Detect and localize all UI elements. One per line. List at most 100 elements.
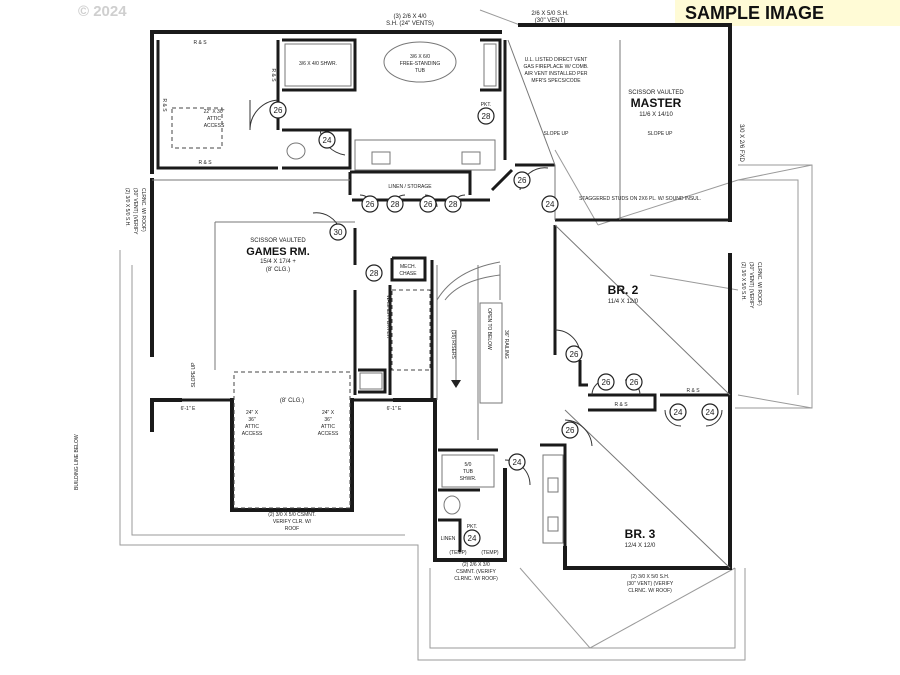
svg-text:CLRNC. W/ ROOF): CLRNC. W/ ROOF) — [628, 588, 672, 594]
svg-text:ROOF: ROOF — [285, 526, 299, 532]
svg-text:22" X 30": 22" X 30" — [204, 109, 225, 115]
svg-text:24: 24 — [513, 458, 522, 467]
svg-text:26: 26 — [566, 426, 575, 435]
br3-name: BR. 3 — [625, 527, 656, 541]
games-lower-ceiling: (8' CLG.) — [280, 398, 304, 404]
door-tag: 26 — [561, 421, 579, 439]
svg-text:MECH.: MECH. — [400, 264, 416, 270]
vanity-br3 — [542, 454, 564, 544]
door-tag: 26 — [625, 373, 643, 391]
svg-text:2/6 X 5/0 S.H.: 2/6 X 5/0 S.H. — [531, 11, 569, 17]
svg-text:R & S: R & S — [198, 160, 212, 166]
svg-text:(2) 2/6 X 3/0: (2) 2/6 X 3/0 — [462, 562, 490, 568]
svg-text:24: 24 — [546, 200, 555, 209]
svg-text:R & S: R & S — [270, 68, 276, 82]
door-tag: 24 — [541, 195, 559, 213]
svg-text:36": 36" — [324, 417, 332, 423]
svg-text:24: 24 — [706, 408, 715, 417]
svg-text:R & S: R & S — [161, 98, 167, 112]
svg-text:26: 26 — [602, 378, 611, 387]
svg-text:OPEN TO BELOW: OPEN TO BELOW — [486, 308, 492, 350]
room-labels: SCISSOR VAULTED MASTER 11/6 X 14/10 SCIS… — [246, 90, 684, 549]
svg-text:ATTIC: ATTIC — [245, 424, 259, 430]
games-ceiling: (8' CLG.) — [266, 267, 290, 273]
svg-text:BUILDING LINE BELOW: BUILDING LINE BELOW — [74, 434, 80, 490]
svg-text:ACCESS: ACCESS — [242, 431, 263, 437]
svg-text:(2) 3/0 X 5/0 S.H.: (2) 3/0 X 5/0 S.H. — [740, 262, 746, 301]
svg-text:GAS FIREPLACE W/ COMB.: GAS FIREPLACE W/ COMB. — [523, 64, 588, 70]
door-tag: 28 — [477, 107, 495, 125]
svg-text:CLRNC. W/ ROOF): CLRNC. W/ ROOF) — [140, 188, 146, 232]
door-tag: 26 — [565, 345, 583, 363]
svg-text:TUB: TUB — [415, 68, 426, 74]
svg-text:STAGGERED STUDS ON 2X6 PL. W/: STAGGERED STUDS ON 2X6 PL. W/ SOUND INSU… — [579, 196, 701, 202]
svg-text:26: 26 — [630, 378, 639, 387]
svg-text:ATTIC: ATTIC — [321, 424, 335, 430]
roof-outline — [119, 9, 813, 661]
svg-text:S.H. (24" VENTS): S.H. (24" VENTS) — [386, 21, 434, 27]
br3-size: 12/4 X 12/0 — [625, 543, 656, 549]
games-size: 15/4 X 17/4 + — [260, 259, 296, 265]
svg-text:30: 30 — [334, 228, 343, 237]
sink-left — [371, 151, 391, 165]
freestanding-tub — [383, 41, 457, 83]
svg-text:28: 28 — [370, 269, 379, 278]
svg-text:CSMNT. (VERIFY: CSMNT. (VERIFY — [456, 569, 496, 575]
svg-text:26: 26 — [424, 200, 433, 209]
svg-text:(16) RISERS: (16) RISERS — [450, 330, 456, 360]
svg-text:VERIFY CLR. W/: VERIFY CLR. W/ — [273, 519, 312, 525]
annotations: (3) 2/6 X 4/0 S.H. (24" VENTS) 2/6 X 5/0… — [74, 11, 762, 594]
svg-text:(2) 3/0 X 5/0 S.H.: (2) 3/0 X 5/0 S.H. — [631, 574, 670, 580]
svg-text:24: 24 — [674, 408, 683, 417]
master-caption: SCISSOR VAULTED — [628, 90, 684, 96]
sink-right — [461, 151, 481, 165]
svg-text:(30" VENT) (VERIFY: (30" VENT) (VERIFY — [627, 581, 674, 587]
copyright-watermark: © 2024 — [78, 3, 127, 20]
svg-text:CHASE: CHASE — [399, 271, 417, 277]
svg-text:(30" VENT): (30" VENT) — [535, 18, 565, 24]
svg-text:TUB: TUB — [463, 469, 474, 475]
shower-stall — [284, 43, 352, 87]
svg-text:36" RAILING: 36" RAILING — [503, 330, 509, 359]
svg-text:LINEN / STORAGE: LINEN / STORAGE — [388, 184, 432, 190]
interior-walls — [156, 38, 730, 552]
door-tag: 28 — [365, 264, 383, 282]
svg-text:36": 36" — [248, 417, 256, 423]
door-tag: 26 — [597, 373, 615, 391]
sink-br3-1 — [547, 477, 559, 493]
svg-text:(TEMP): (TEMP) — [481, 550, 499, 556]
svg-text:MFR'S SPECS/CODE: MFR'S SPECS/CODE — [531, 78, 581, 84]
svg-text:28: 28 — [482, 112, 491, 121]
svg-text:3/6 X 6/0: 3/6 X 6/0 — [410, 54, 430, 60]
svg-text:26: 26 — [366, 200, 375, 209]
svg-text:SLOPE UP: SLOPE UP — [191, 362, 197, 388]
laundry-sink — [359, 372, 383, 390]
door-tag: 26 — [269, 101, 287, 119]
svg-text:(3) 2/6 X 4/0: (3) 2/6 X 4/0 — [393, 14, 427, 20]
attic-access-upper — [171, 107, 223, 149]
svg-text:SHWR.: SHWR. — [460, 476, 477, 482]
door-tag: 24 — [463, 529, 481, 547]
svg-text:R & S: R & S — [614, 402, 628, 408]
svg-text:AIR VENT INSTALLED PER: AIR VENT INSTALLED PER — [525, 71, 588, 77]
svg-text:3/6 X 4/0 SHWR.: 3/6 X 4/0 SHWR. — [299, 61, 337, 67]
svg-text:28: 28 — [391, 200, 400, 209]
fireplace — [483, 43, 497, 87]
svg-text:CLRNC. W/ ROOF): CLRNC. W/ ROOF) — [756, 262, 762, 306]
door-tag: 30 — [329, 223, 347, 241]
vanity-counter — [354, 139, 496, 171]
door-tag: 26 — [513, 171, 531, 189]
svg-text:R & S: R & S — [686, 388, 700, 394]
svg-text:(2) 3/0 X 5/0 CSMNT.: (2) 3/0 X 5/0 CSMNT. — [268, 512, 316, 518]
svg-text:26: 26 — [518, 176, 527, 185]
svg-text:(TEMP): (TEMP) — [449, 550, 467, 556]
svg-text:CLRNC. W/ ROOF): CLRNC. W/ ROOF) — [454, 576, 498, 582]
fixtures — [152, 39, 731, 569]
svg-text:28: 28 — [449, 200, 458, 209]
sample-image-banner: SAMPLE IMAGE — [675, 0, 900, 26]
master-name: MASTER — [631, 96, 682, 110]
svg-text:(30" VENT) (VERIFY: (30" VENT) (VERIFY — [748, 262, 754, 309]
svg-text:SLOPE UP: SLOPE UP — [647, 131, 673, 137]
svg-text:24" X: 24" X — [322, 410, 335, 416]
